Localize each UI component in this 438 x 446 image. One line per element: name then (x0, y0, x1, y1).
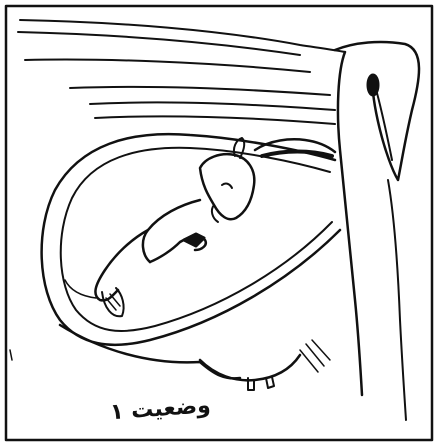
cow-back-lines (18, 20, 345, 124)
calf-fetus-icon (65, 138, 335, 316)
sketch-mark (10, 350, 12, 360)
cow-vulva (368, 75, 378, 95)
cow-tail (335, 42, 419, 180)
cow-leg-line (388, 180, 406, 420)
cow-udder (200, 355, 300, 380)
cow-hindquarter-outline (338, 52, 362, 395)
udder-hatching (300, 340, 330, 372)
